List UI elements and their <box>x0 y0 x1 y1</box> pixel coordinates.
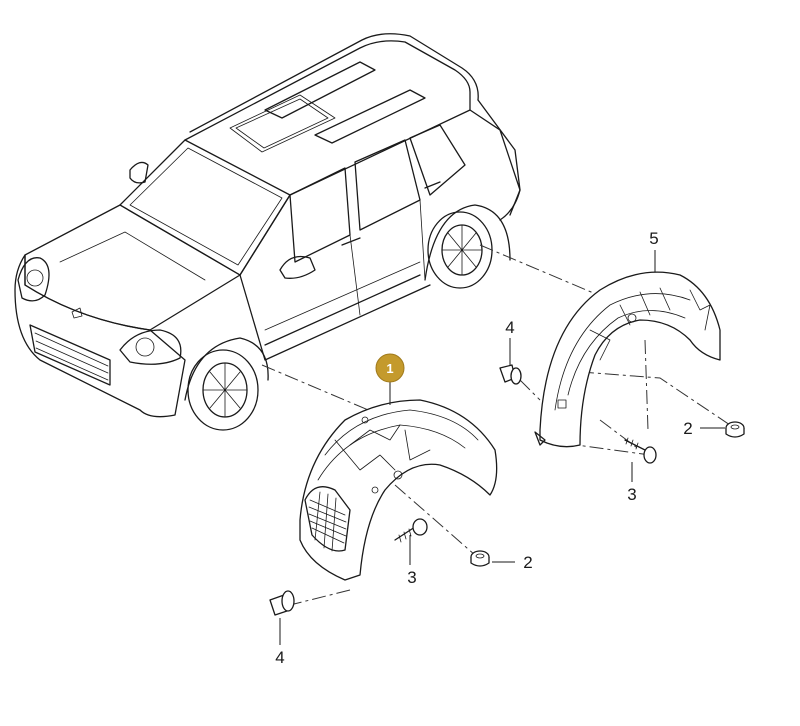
wheel-housing-liner-front-icon <box>299 399 498 581</box>
callout-badge[interactable]: 1 <box>375 353 405 383</box>
nut-icon <box>470 550 490 567</box>
callout-label-2-front: 2 <box>523 553 532 572</box>
callout-label-4-rear: 4 <box>505 318 514 337</box>
car-outline-icon <box>14 33 521 431</box>
callout-label-4-front: 4 <box>275 648 284 667</box>
wheel-housing-liner-rear-icon <box>534 271 721 448</box>
callout-label-5: 5 <box>649 229 658 248</box>
push-rivet-icon <box>499 364 522 385</box>
screw-icon <box>624 437 657 464</box>
callout-label-2-rear: 2 <box>683 419 692 438</box>
callout-badge-circle <box>375 353 405 383</box>
leader-lines <box>279 250 725 645</box>
nut-icon <box>725 421 745 438</box>
callout-label-3-rear: 3 <box>627 485 636 504</box>
push-rivet-icon <box>269 590 295 616</box>
screw-icon <box>394 518 428 543</box>
callout-label-3-front: 3 <box>407 568 416 587</box>
callout-label-1: 1 <box>386 361 393 376</box>
